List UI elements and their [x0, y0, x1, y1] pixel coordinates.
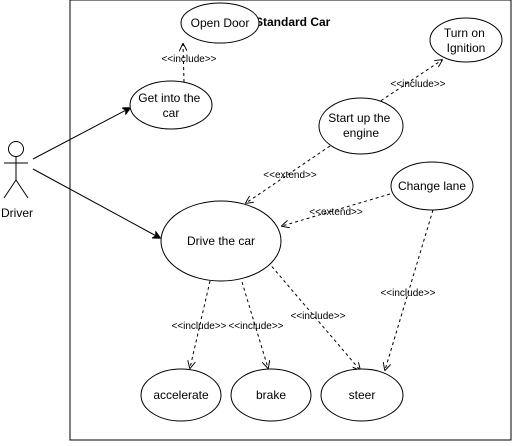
label-include-open-door: <<include>> [161, 54, 216, 65]
include-brake [241, 281, 268, 368]
use-case-open-door[interactable] [180, 2, 260, 44]
use-case-label-drive-car: Drive the car [187, 234, 255, 248]
use-case-label-change-lane: Change lane [398, 179, 466, 193]
label-include-steer-lane: <<include>> [380, 288, 435, 299]
include-steer-lane [385, 209, 434, 370]
label-include-accelerate: <<include>> [171, 321, 226, 332]
actor-driver [3, 141, 29, 199]
extend-start-engine [246, 145, 331, 203]
use-case-drive-car[interactable] [160, 200, 282, 282]
use-case-label-get-into-car: Get into the car [138, 91, 203, 120]
include-accelerate [190, 280, 211, 368]
use-case-change-lane[interactable] [390, 161, 474, 211]
label-include-steer-drive: <<include>> [290, 311, 345, 322]
extend-change-lane [282, 193, 391, 226]
association-drive-car [32, 168, 160, 238]
label-extend-change-lane: <<extend>> [309, 207, 363, 218]
use-case-label-start-engine: Start up the engine [328, 111, 393, 140]
label-include-brake: <<include>> [228, 321, 283, 332]
use-case-get-into-car[interactable] [129, 80, 213, 130]
use-case-turn-on-ignition[interactable] [429, 17, 503, 63]
use-case-label-open-door: Open Door [191, 16, 250, 30]
use-case-steer[interactable] [320, 368, 404, 422]
use-case-accelerate[interactable] [140, 368, 222, 422]
use-case-label-brake: brake [256, 388, 286, 402]
system-title: Standard Car [255, 15, 331, 29]
actor-label: Driver [1, 206, 33, 220]
label-include-ignition: <<include>> [390, 79, 445, 90]
use-case-start-engine[interactable] [318, 97, 404, 155]
use-case-label-turn-on-ignition: Turn on Ignition [444, 26, 488, 55]
use-case-label-steer: steer [349, 388, 376, 402]
use-case-label-accelerate: accelerate [153, 388, 209, 402]
use-case-brake[interactable] [230, 368, 312, 422]
system-boundary [69, 0, 512, 441]
association-get-into-car [32, 108, 130, 160]
include-ignition [375, 60, 442, 105]
label-extend-start-engine: <<extend>> [263, 170, 317, 181]
include-open-door [183, 44, 184, 83]
